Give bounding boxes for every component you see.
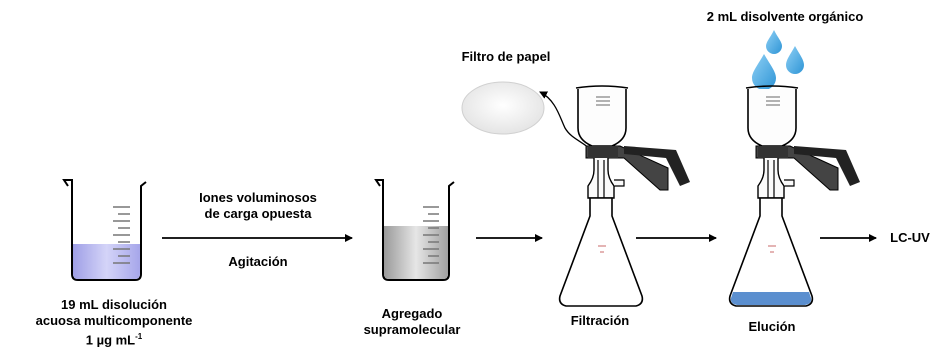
solvent-drops-icon	[752, 30, 804, 90]
sample-beaker	[62, 179, 147, 281]
filter-paper-label: Filtro de papel	[461, 49, 551, 64]
lcuv-label: LC-UV	[890, 230, 930, 245]
sample-solution-label: 19 mL disolución acuosa multicomponente …	[35, 297, 193, 348]
stirring-label: Agitación	[228, 254, 288, 269]
elution-label: Elución	[748, 319, 796, 334]
drop	[786, 46, 804, 74]
aggregate-label: Agregado supramolecular	[363, 306, 461, 337]
elution-apparatus	[728, 85, 860, 307]
drop	[766, 30, 782, 54]
filtration-label: Filtración	[570, 313, 630, 328]
filtration-apparatus	[558, 85, 690, 307]
arrow-filter-removed	[539, 91, 594, 153]
solvent-label: 2 mL disolvente orgánico	[706, 9, 864, 24]
filter-paper	[461, 81, 545, 135]
drop	[752, 54, 776, 90]
sample-solution-liquid	[73, 244, 140, 279]
aggregate-beaker	[374, 179, 455, 281]
eluate-liquid	[730, 292, 812, 305]
ion-pairing-label: Iones voluminosos de carga opuesta	[199, 190, 317, 221]
aggregate-liquid	[384, 226, 448, 279]
